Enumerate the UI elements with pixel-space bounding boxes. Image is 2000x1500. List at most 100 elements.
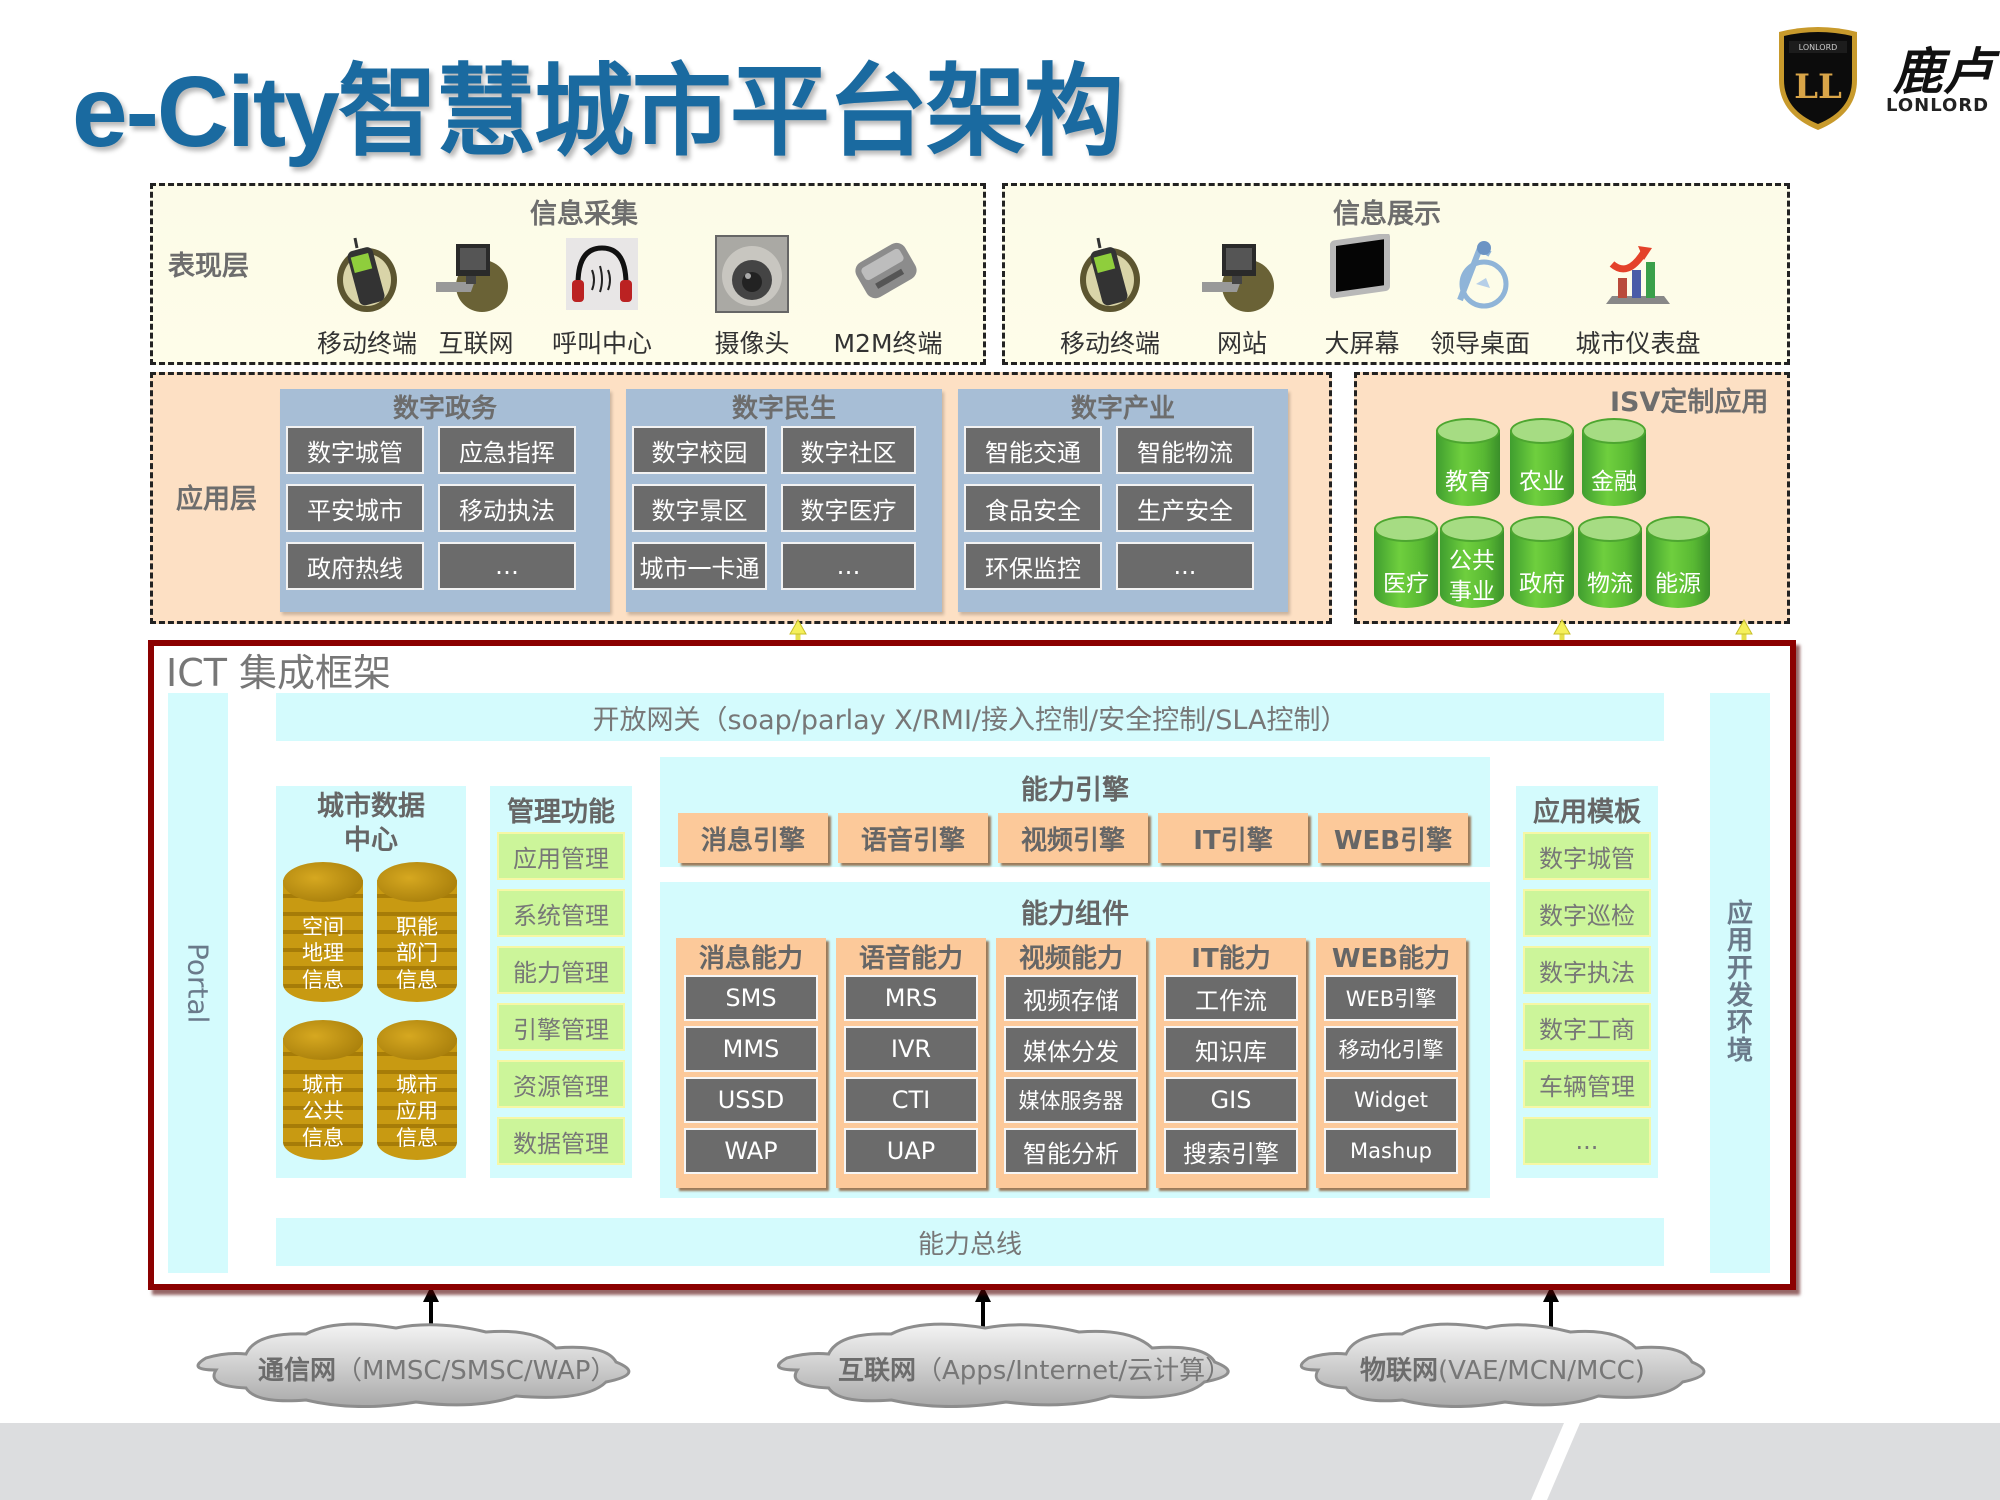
template-item[interactable]: 数字巡检 <box>1523 889 1651 937</box>
app-cell[interactable]: … <box>438 542 576 590</box>
component-item[interactable]: WEB引擎 <box>1324 975 1458 1021</box>
app-cell[interactable]: 数字城管 <box>286 426 424 474</box>
display-item[interactable]: 网站 <box>1182 228 1302 358</box>
cloud-icon <box>1299 1322 1706 1408</box>
network-name: 互联网 <box>838 1356 917 1386</box>
mobile-phone-icon <box>337 237 397 312</box>
component-item[interactable]: 工作流 <box>1164 975 1298 1021</box>
management-item[interactable]: 数据管理 <box>497 1117 625 1165</box>
app-cell[interactable]: 政府热线 <box>286 542 424 590</box>
app-cell[interactable]: ... <box>1116 542 1254 590</box>
isv-app-cylinder[interactable]: 金融 <box>1582 418 1646 506</box>
component-item[interactable]: MMS <box>684 1026 818 1072</box>
component-item[interactable]: UAP <box>844 1128 978 1174</box>
network-cloud[interactable]: 物联网(VAE/MCN/MCC) <box>1290 1318 1720 1408</box>
isv-app-cylinder[interactable]: 教育 <box>1436 418 1500 506</box>
db-top <box>283 862 363 902</box>
management-item[interactable]: 系统管理 <box>497 889 625 937</box>
template-item[interactable]: ... <box>1523 1117 1651 1165</box>
open-gateway-bar[interactable]: 开放网关（soap/parlay X/RMI/接入控制/安全控制/SLA控制） <box>276 693 1664 741</box>
network-detail: （Apps/Internet/云计算） <box>916 1356 1232 1386</box>
application-layer-label: 应用层 <box>176 484 257 515</box>
app-cell[interactable]: 数字校园 <box>632 426 767 474</box>
component-item[interactable]: Widget <box>1324 1077 1458 1123</box>
data-center-db[interactable]: 城市 公共 信息 <box>283 1020 363 1160</box>
management-item[interactable]: 应用管理 <box>497 832 625 880</box>
collect-item[interactable]: M2M终端 <box>828 228 948 358</box>
template-item[interactable]: 数字工商 <box>1523 1003 1651 1051</box>
app-cell[interactable]: 环保监控 <box>964 542 1102 590</box>
collect-item[interactable]: 呼叫中心 <box>542 228 662 358</box>
engine-item[interactable]: WEB引擎 <box>1318 813 1468 863</box>
app-cell[interactable]: 食品安全 <box>964 484 1102 532</box>
data-center-db[interactable]: 空间 地理 信息 <box>283 862 363 1002</box>
component-item[interactable]: 视频存储 <box>1004 975 1138 1021</box>
data-center-db[interactable]: 城市 应用 信息 <box>377 1020 457 1160</box>
component-item[interactable]: 媒体服务器 <box>1004 1077 1138 1123</box>
component-item[interactable]: CTI <box>844 1077 978 1123</box>
app-cell[interactable]: … <box>781 542 916 590</box>
component-item[interactable]: 智能分析 <box>1004 1128 1138 1174</box>
template-item[interactable]: 数字执法 <box>1523 946 1651 994</box>
capability-bus-bar[interactable]: 能力总线 <box>276 1218 1664 1266</box>
engine-item[interactable]: 语音引擎 <box>838 813 988 863</box>
app-cell[interactable]: 数字景区 <box>632 484 767 532</box>
engine-item[interactable]: 视频引擎 <box>998 813 1148 863</box>
display-item[interactable]: 领导桌面 <box>1420 228 1540 358</box>
collect-item[interactable]: 摄像头 <box>692 228 812 358</box>
app-cell[interactable]: 数字社区 <box>781 426 916 474</box>
display-item-label: 城市仪表盘 <box>1575 329 1701 358</box>
component-item[interactable]: MRS <box>844 975 978 1021</box>
app-cell[interactable]: 应急指挥 <box>438 426 576 474</box>
app-cell[interactable]: 智能交通 <box>964 426 1102 474</box>
app-cell[interactable]: 生产安全 <box>1116 484 1254 532</box>
dev-env-bar[interactable]: 应用开发环境 <box>1710 693 1770 1273</box>
cylinder-top <box>1510 516 1574 542</box>
isv-app-cylinder[interactable]: 能源 <box>1646 516 1710 608</box>
app-group-title: 数字民生 <box>731 394 836 424</box>
template-item[interactable]: 车辆管理 <box>1523 1060 1651 1108</box>
network-cloud-label: 物联网(VAE/MCN/MCC) <box>1360 1350 1645 1387</box>
network-cloud[interactable]: 互联网（Apps/Internet/云计算） <box>766 1318 1246 1408</box>
component-item[interactable]: 知识库 <box>1164 1026 1298 1072</box>
collect-item[interactable]: 移动终端 <box>307 228 427 358</box>
management-item[interactable]: 引擎管理 <box>497 1003 625 1051</box>
isv-app-cylinder[interactable]: 政府 <box>1510 516 1574 608</box>
portal-bar[interactable]: Portal <box>168 693 228 1273</box>
management-item[interactable]: 能力管理 <box>497 946 625 994</box>
network-cloud[interactable]: 通信网（MMSC/SMSC/WAP） <box>186 1318 646 1408</box>
component-item[interactable]: Mashup <box>1324 1128 1458 1174</box>
data-center-db[interactable]: 职能 部门 信息 <box>377 862 457 1002</box>
template-item[interactable]: 数字城管 <box>1523 832 1651 880</box>
component-item[interactable]: WAP <box>684 1128 818 1174</box>
isv-app-cylinder[interactable]: 医疗 <box>1374 516 1438 608</box>
component-item[interactable]: 搜索引擎 <box>1164 1128 1298 1174</box>
engine-item[interactable]: IT引擎 <box>1158 813 1308 863</box>
app-cell[interactable]: 数字医疗 <box>781 484 916 532</box>
svg-text:LONLORD: LONLORD <box>1799 43 1838 52</box>
engine-item[interactable]: 消息引擎 <box>678 813 828 863</box>
component-item[interactable]: 媒体分发 <box>1004 1026 1138 1072</box>
camera-icon <box>715 235 789 313</box>
isv-app-cylinder[interactable]: 农业 <box>1510 418 1574 506</box>
app-cell[interactable]: 平安城市 <box>286 484 424 532</box>
display-item[interactable]: 城市仪表盘 <box>1575 228 1701 358</box>
collect-item[interactable]: 互联网 <box>416 228 536 358</box>
app-cell[interactable]: 城市一卡通 <box>632 542 767 590</box>
component-item[interactable]: USSD <box>684 1077 818 1123</box>
component-item[interactable]: IVR <box>844 1026 978 1072</box>
desktop-globe-icon <box>1457 241 1509 309</box>
component-item[interactable]: SMS <box>684 975 818 1021</box>
isv-app-cylinder[interactable]: 公共 事业 <box>1440 516 1504 608</box>
component-item[interactable]: 移动化引擎 <box>1324 1026 1458 1072</box>
display-item[interactable]: 大屏幕 <box>1302 228 1422 358</box>
collect-item-label: 互联网 <box>438 329 514 358</box>
isv-app-cylinder[interactable]: 物流 <box>1578 516 1642 608</box>
app-cell[interactable]: 智能物流 <box>1116 426 1254 474</box>
city-data-center-title: 城市数据 中心 <box>317 791 425 856</box>
app-cell[interactable]: 移动执法 <box>438 484 576 532</box>
component-item[interactable]: GIS <box>1164 1077 1298 1123</box>
management-item[interactable]: 资源管理 <box>497 1060 625 1108</box>
display-item[interactable]: 移动终端 <box>1050 228 1170 358</box>
collect-item-label: 呼叫中心 <box>551 329 652 358</box>
